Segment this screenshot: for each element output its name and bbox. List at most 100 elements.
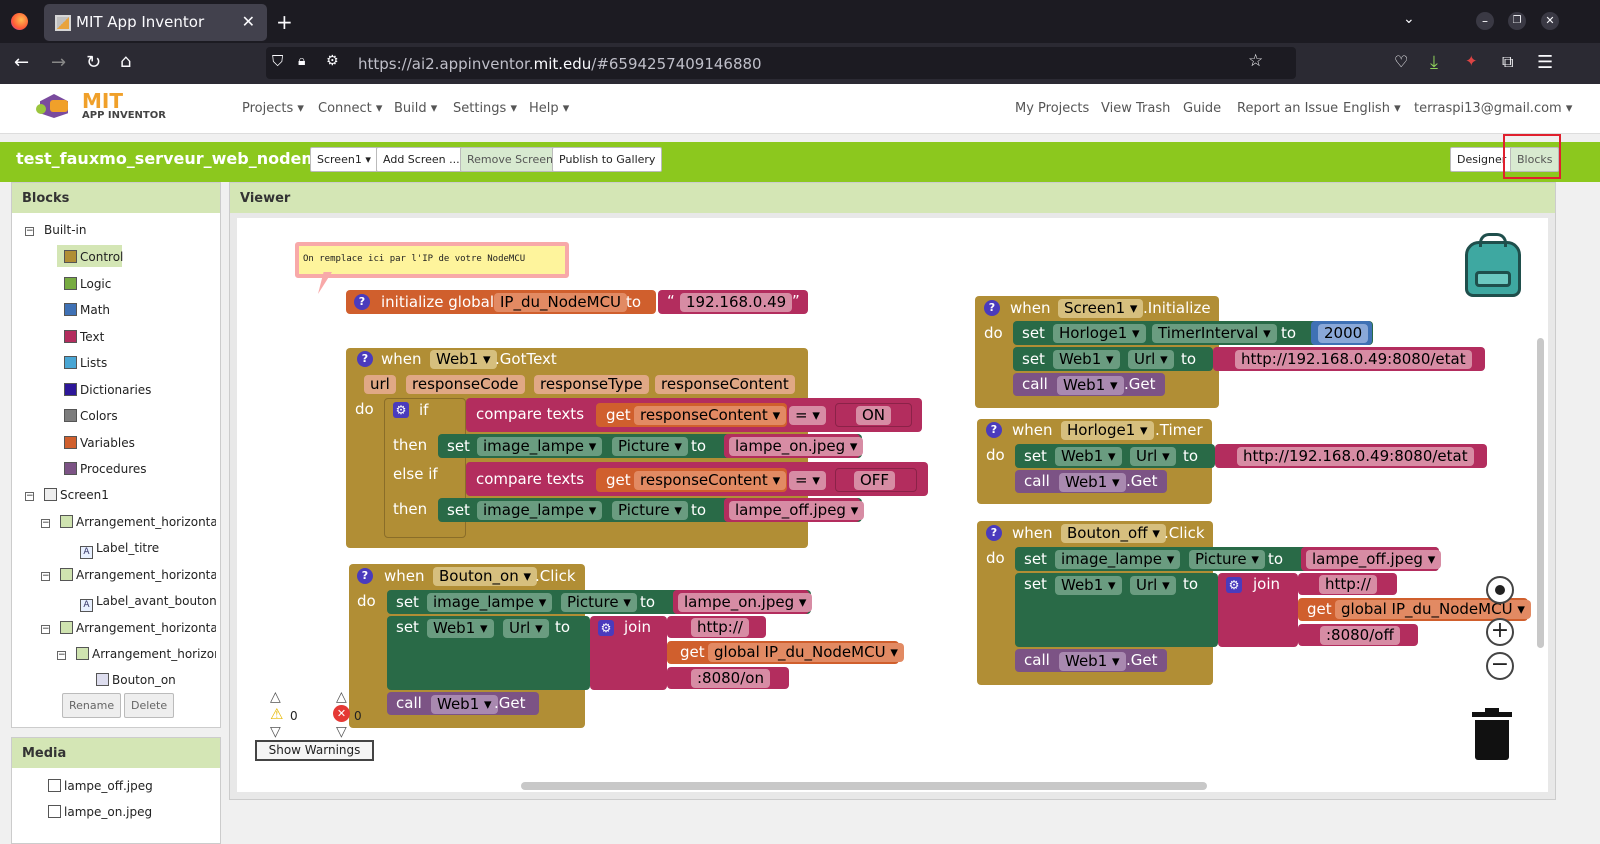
blocks-button[interactable]: Blocks [1510, 147, 1560, 172]
builtin-dictionaries[interactable]: Dictionaries [64, 383, 151, 397]
delete-button[interactable]: Delete [124, 693, 175, 718]
comment-bubble[interactable]: On remplace ici par l'IP de votre NodeMC… [295, 242, 569, 278]
property-dropdown[interactable]: Url ▾ [503, 619, 549, 638]
param-response-content[interactable]: responseContent [655, 375, 795, 394]
component-dropdown[interactable]: Web1 ▾ [1055, 576, 1122, 595]
warnings-up-icon[interactable]: △ [270, 689, 281, 705]
asset-dropdown[interactable]: lampe_on.jpeg ▾ [678, 593, 813, 612]
component-dropdown[interactable]: Web1 ▾ [427, 619, 494, 638]
download-icon[interactable]: ⤓ [1430, 52, 1438, 73]
asset-dropdown[interactable]: lampe_off.jpeg ▾ [729, 501, 865, 520]
component-dropdown[interactable]: Web1 ▾ [1055, 447, 1122, 466]
screen-select[interactable]: Screen1 ▾ [310, 147, 378, 172]
bookmark-star-icon[interactable]: ☆ [1248, 51, 1264, 71]
text-suffix-field[interactable]: :8080/off [1320, 626, 1400, 645]
property-dropdown[interactable]: TimerInterval ▾ [1152, 324, 1277, 343]
menu-settings[interactable]: Settings ▾ [453, 101, 517, 116]
vertical-scrollbar[interactable] [1537, 338, 1544, 648]
recenter-icon[interactable] [1486, 576, 1514, 604]
link-report-issue[interactable]: Report an Issue [1237, 101, 1339, 116]
property-dropdown[interactable]: Picture ▾ [612, 437, 688, 456]
param-response-code[interactable]: responseCode [406, 375, 525, 394]
collapse-icon[interactable]: − [41, 518, 50, 528]
builtin-node[interactable]: −Built-in [25, 223, 87, 237]
collapse-icon[interactable]: − [25, 226, 34, 236]
menu-connect[interactable]: Connect ▾ [318, 101, 383, 116]
mutator-gear-icon[interactable]: ⚙ [393, 402, 409, 418]
builtin-logic[interactable]: Logic [64, 277, 111, 291]
help-icon[interactable]: ? [986, 525, 1002, 541]
firefox-icon[interactable] [11, 13, 28, 30]
help-icon[interactable]: ? [984, 300, 1000, 316]
media-file[interactable]: lampe_on.jpeg [48, 805, 152, 819]
builtin-lists[interactable]: Lists [64, 356, 107, 370]
component-dropdown[interactable]: image_lampe ▾ [477, 501, 603, 520]
menu-build[interactable]: Build ▾ [394, 101, 438, 116]
var-dropdown[interactable]: global IP_du_NodeMCU ▾ [1335, 600, 1531, 619]
component-dropdown[interactable]: image_lampe ▾ [477, 437, 603, 456]
back-icon[interactable]: ← [14, 52, 30, 73]
link-guide[interactable]: Guide [1183, 101, 1222, 116]
builtin-variables[interactable]: Variables [64, 436, 135, 450]
collapse-icon[interactable]: − [25, 491, 34, 501]
trash-icon[interactable] [1472, 708, 1512, 760]
warnings-down-icon[interactable]: ▽ [270, 724, 281, 740]
component-dropdown[interactable]: Bouton_on ▾ [433, 567, 538, 586]
component-dropdown[interactable]: Web1 ▾ [1057, 376, 1124, 395]
param-url[interactable]: url [364, 375, 396, 394]
component-arrangement-4[interactable]: −Arrangement_horizont [57, 647, 216, 661]
help-icon[interactable]: ? [357, 351, 373, 367]
property-dropdown[interactable]: Picture ▾ [612, 501, 688, 520]
op-dropdown[interactable]: = ▾ [789, 406, 826, 425]
add-screen-button[interactable]: Add Screen ... [376, 147, 467, 172]
text-http-field[interactable]: http:// [1319, 575, 1377, 594]
permissions-icon[interactable]: ⚙ [326, 53, 339, 69]
var-dropdown[interactable]: responseContent ▾ [634, 406, 787, 425]
component-dropdown[interactable]: Horloge1 ▾ [1061, 421, 1154, 440]
publish-gallery-button[interactable]: Publish to Gallery [552, 147, 663, 172]
collapse-icon[interactable]: − [41, 624, 50, 634]
builtin-math[interactable]: Math [64, 303, 110, 317]
property-dropdown[interactable]: Picture ▾ [561, 593, 637, 612]
url-value-field[interactable]: http://192.168.0.49:8080/etat [1235, 350, 1472, 369]
browser-tab[interactable]: MIT App Inventor ✕ [44, 4, 267, 41]
menu-help[interactable]: Help ▾ [529, 101, 570, 116]
collapse-icon[interactable]: − [41, 571, 50, 581]
errors-down-icon[interactable]: ▽ [336, 724, 347, 740]
errors-up-icon[interactable]: △ [336, 689, 347, 705]
collapse-icon[interactable]: − [57, 650, 66, 660]
component-dropdown[interactable]: Web1 ▾ [1059, 473, 1126, 492]
property-dropdown[interactable]: Url ▾ [1130, 447, 1176, 466]
builtin-text[interactable]: Text [64, 330, 104, 344]
component-dropdown[interactable]: image_lampe ▾ [427, 593, 553, 612]
remove-screen-button[interactable]: Remove Screen [460, 147, 560, 172]
forward-icon[interactable]: → [51, 52, 67, 73]
rename-button[interactable]: Rename [62, 693, 122, 718]
param-response-type[interactable]: responseType [534, 375, 649, 394]
help-icon[interactable]: ? [986, 422, 1002, 438]
component-arrangement-2[interactable]: −Arrangement_horizontal_s [41, 568, 216, 582]
component-dropdown[interactable]: Web1 ▾ [1053, 350, 1120, 369]
text-off-field[interactable]: OFF [854, 471, 896, 490]
component-bouton-on[interactable]: Bouton_on [96, 673, 176, 687]
var-dropdown[interactable]: responseContent ▾ [634, 471, 787, 490]
text-http-field[interactable]: http:// [691, 618, 749, 637]
builtin-colors[interactable]: Colors [64, 409, 118, 423]
language-select[interactable]: English ▾ [1343, 101, 1401, 116]
mutator-gear-icon[interactable]: ⚙ [1226, 577, 1242, 593]
component-screen1[interactable]: −Screen1 [25, 488, 109, 502]
new-tab-icon[interactable]: + [276, 10, 293, 34]
home-icon[interactable]: ⌂ [120, 51, 132, 72]
url-bar[interactable]: ⛉ 🔒︎ ⚙ https://ai2.appinventor.mit.edu/#… [266, 47, 1296, 79]
component-dropdown[interactable]: Web1 ▾ [1059, 652, 1126, 671]
tab-list-chevron-icon[interactable]: ⌄ [1403, 11, 1415, 27]
reload-icon[interactable]: ↻ [86, 52, 102, 73]
app-inventor-logo-icon[interactable] [36, 90, 78, 124]
close-tab-icon[interactable]: ✕ [241, 12, 255, 31]
show-warnings-button[interactable]: Show Warnings [255, 740, 374, 761]
builtin-control[interactable]: Control [64, 250, 123, 264]
component-dropdown[interactable]: image_lampe ▾ [1055, 550, 1181, 569]
var-name-field[interactable]: IP_du_NodeMCU [494, 293, 628, 312]
